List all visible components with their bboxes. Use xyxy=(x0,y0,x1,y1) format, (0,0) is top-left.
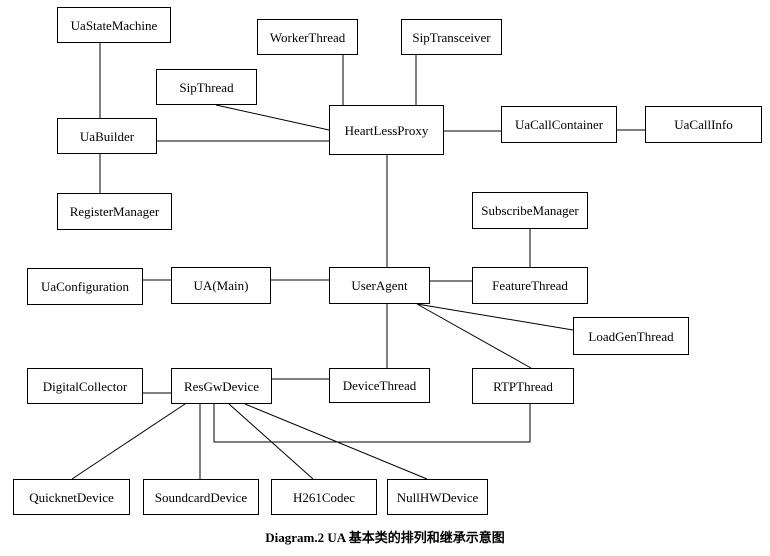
class-box-rtpthread: RTPThread xyxy=(472,368,574,404)
class-box-heartlessproxy: HeartLessProxy xyxy=(329,105,444,155)
connector-useragent-loadgenthread xyxy=(416,303,574,331)
diagram-caption: Diagram.2 UA 基本类的排列和继承示意图 xyxy=(265,530,505,545)
class-box-quicknetdevice: QuicknetDevice xyxy=(13,479,130,515)
class-box-devicethread: DeviceThread xyxy=(329,368,430,403)
class-box-h261codec: H261Codec xyxy=(271,479,377,515)
class-box-registermanager: RegisterManager xyxy=(57,193,172,230)
class-box-soundcarddevice: SoundcardDevice xyxy=(143,479,259,515)
class-box-subscribemanager: SubscribeManager xyxy=(472,192,588,229)
connector-resgwdevice-rtpthread xyxy=(213,404,531,443)
connector-useragent-rtpthread xyxy=(416,303,532,369)
class-box-uaconfiguration: UaConfiguration xyxy=(27,268,143,305)
class-box-useragent: UserAgent xyxy=(329,267,430,304)
class-box-uabuilder: UaBuilder xyxy=(57,118,157,154)
connector-resgwdevice-quicknetdevice xyxy=(71,403,186,480)
class-box-uacallcontainer: UaCallContainer xyxy=(501,106,617,143)
class-box-siptransceiver: SipTransceiver xyxy=(401,19,502,55)
class-box-resgwdevice: ResGwDevice xyxy=(171,368,272,404)
class-box-workerthread: WorkerThread xyxy=(257,19,358,55)
class-box-featurethread: FeatureThread xyxy=(472,267,588,304)
connector-sipthread-heartlessproxy xyxy=(215,104,330,131)
class-box-sipthread: SipThread xyxy=(156,69,257,105)
class-box-loadgenthread: LoadGenThread xyxy=(573,317,689,355)
class-box-digitalcollector: DigitalCollector xyxy=(27,368,143,404)
class-box-uamain: UA(Main) xyxy=(171,267,271,304)
class-box-nullhwdevice: NullHWDevice xyxy=(387,479,488,515)
class-box-uastatemachine: UaStateMachine xyxy=(57,7,171,43)
class-box-uacallinfo: UaCallInfo xyxy=(645,106,762,143)
